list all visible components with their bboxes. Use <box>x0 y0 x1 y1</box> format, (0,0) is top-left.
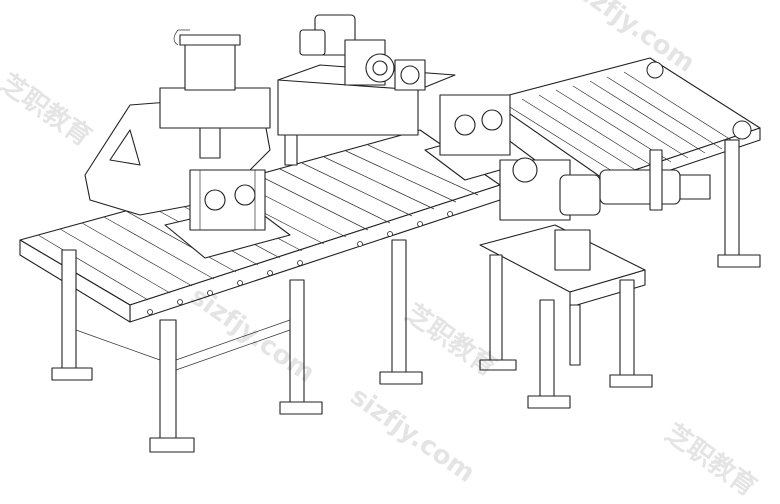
transfer-station <box>479 157 653 409</box>
right-roller-conveyor <box>489 57 761 268</box>
workpiece-fixture-left <box>164 169 291 259</box>
bearing-drive-unit <box>277 14 456 166</box>
